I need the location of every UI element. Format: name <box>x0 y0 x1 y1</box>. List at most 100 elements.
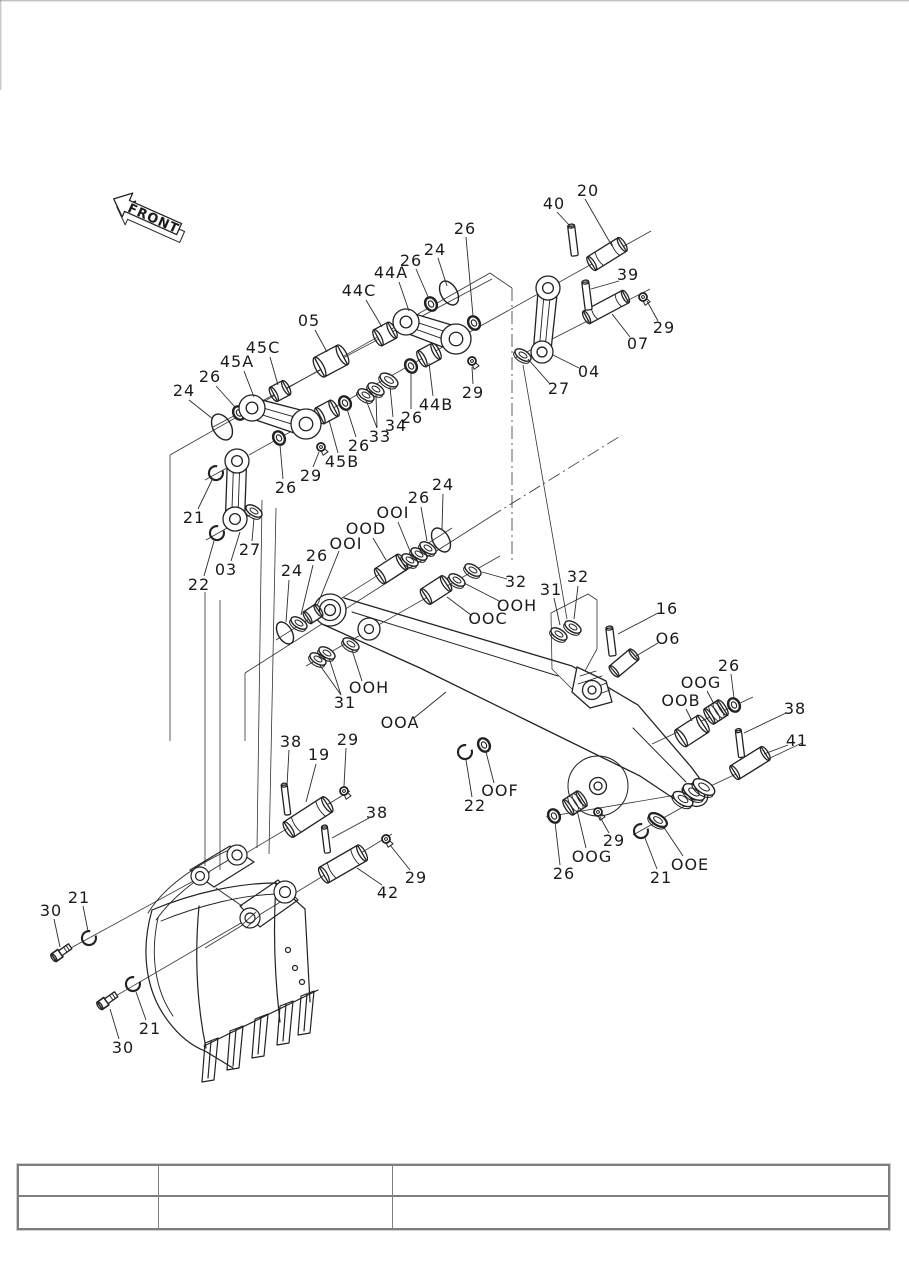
snapring-21 <box>80 930 97 947</box>
bracket-boss-hole <box>244 912 256 924</box>
leader-line <box>730 673 735 699</box>
oring-24 <box>438 280 460 306</box>
part-number-label: 26 <box>275 478 297 497</box>
callout-27: 27 <box>527 358 569 398</box>
callout-OOB: OOB <box>661 691 700 722</box>
callout-24: 24 <box>424 240 448 287</box>
bucket-opening-edge <box>151 882 306 911</box>
front-arrow-shadow <box>116 200 186 243</box>
callout-29: 29 <box>462 366 483 402</box>
callout-07: 07 <box>611 313 648 353</box>
part-number-label: 38 <box>784 699 806 718</box>
leader-line <box>415 268 430 300</box>
part-number-label: OOE <box>671 855 709 874</box>
callout-45A: 45A <box>220 352 255 398</box>
part-number-label: OOG <box>572 847 613 866</box>
front-arrow-body <box>113 192 183 236</box>
callout-OOH: OOH <box>463 582 536 615</box>
phantom-line <box>550 593 598 692</box>
bucket-tooth <box>201 1037 219 1083</box>
part-number-label: 29 <box>653 318 675 337</box>
phantom-line <box>244 516 491 674</box>
callout-24: 24 <box>173 381 214 420</box>
part-number-label: 16 <box>656 599 678 618</box>
front-label: FRONT <box>125 201 181 237</box>
callout-OOA: OOA <box>381 691 447 732</box>
leader-line <box>188 399 214 420</box>
washer-OOH <box>341 637 360 653</box>
part-number-label: 19 <box>308 745 330 764</box>
snapring-22 <box>208 525 225 542</box>
part-number-label: 03 <box>215 560 237 579</box>
leader-line <box>599 816 610 834</box>
bracket-hatching <box>242 911 260 929</box>
washer-34 <box>378 372 399 390</box>
part-number-label: 21 <box>139 1019 161 1038</box>
washer-33 <box>356 388 375 404</box>
callout-05: 05 <box>298 311 328 353</box>
washer-32 <box>563 620 582 636</box>
washer-32 <box>463 563 482 579</box>
leader-line <box>552 354 580 369</box>
callout-22: 22 <box>464 759 486 815</box>
bracket-boss <box>273 880 297 904</box>
snapring-22 <box>456 744 473 761</box>
leader-line <box>305 763 317 803</box>
leader-line <box>685 708 693 722</box>
part-number-label: OOF <box>481 781 518 800</box>
callout-OOI: OOI <box>377 503 411 552</box>
part-number-label: 22 <box>464 796 486 815</box>
bucket-side-hole <box>298 978 306 986</box>
part-number-label: 05 <box>298 311 320 330</box>
bucket-back-shell <box>145 909 234 1069</box>
leader-line <box>328 419 339 454</box>
bushing-OOG <box>703 699 729 725</box>
table-cell <box>159 1166 393 1197</box>
bucket <box>145 844 319 1083</box>
callout-32: 32 <box>481 571 527 591</box>
pin-42 <box>317 844 369 884</box>
nut-26 <box>546 808 562 824</box>
leader-line <box>706 690 715 705</box>
callout-19: 19 <box>305 745 330 803</box>
leader-line <box>420 506 428 542</box>
part-number-label: 31 <box>540 580 562 599</box>
leader-line <box>485 751 495 784</box>
part-number-label: 42 <box>377 883 399 902</box>
table-cell <box>393 1197 888 1228</box>
callout-OOD: OOD <box>346 519 387 561</box>
bucket-tooth <box>297 990 315 1036</box>
leader-line <box>397 521 411 552</box>
callout-26: 26 <box>408 488 430 542</box>
nut-26 <box>271 430 287 446</box>
bolt-30 <box>50 943 73 963</box>
oring-24 <box>210 413 234 441</box>
leader-line <box>441 493 444 530</box>
part-number-label: 30 <box>40 901 62 920</box>
part-number-label: 32 <box>505 572 527 591</box>
part-number-label: OOI <box>377 503 410 522</box>
part-number-label: 21 <box>183 508 205 527</box>
leader-line <box>215 385 236 408</box>
leader-line <box>372 537 387 561</box>
callout-OOF: OOF <box>481 751 518 800</box>
leader-line <box>611 313 631 338</box>
bushing-45B <box>314 399 340 425</box>
leader-line <box>286 749 290 787</box>
bucket-side-hole <box>291 964 299 972</box>
link-44A <box>392 308 472 355</box>
leader-line <box>356 867 383 886</box>
part-number-label: OOD <box>346 519 387 538</box>
callout-26: 26 <box>400 251 430 300</box>
leader-line <box>465 236 474 317</box>
leader-line <box>389 386 394 418</box>
nut-26 <box>423 296 439 312</box>
arm-second-boss-hole <box>363 623 375 635</box>
part-number-label: 26 <box>408 488 430 507</box>
callout-24: 24 <box>432 475 453 530</box>
part-number-label: 38 <box>280 732 302 751</box>
callout-40: 40 <box>543 194 573 229</box>
leader-line <box>318 663 342 696</box>
washer-26 <box>418 541 437 557</box>
pin-39 <box>581 279 593 311</box>
